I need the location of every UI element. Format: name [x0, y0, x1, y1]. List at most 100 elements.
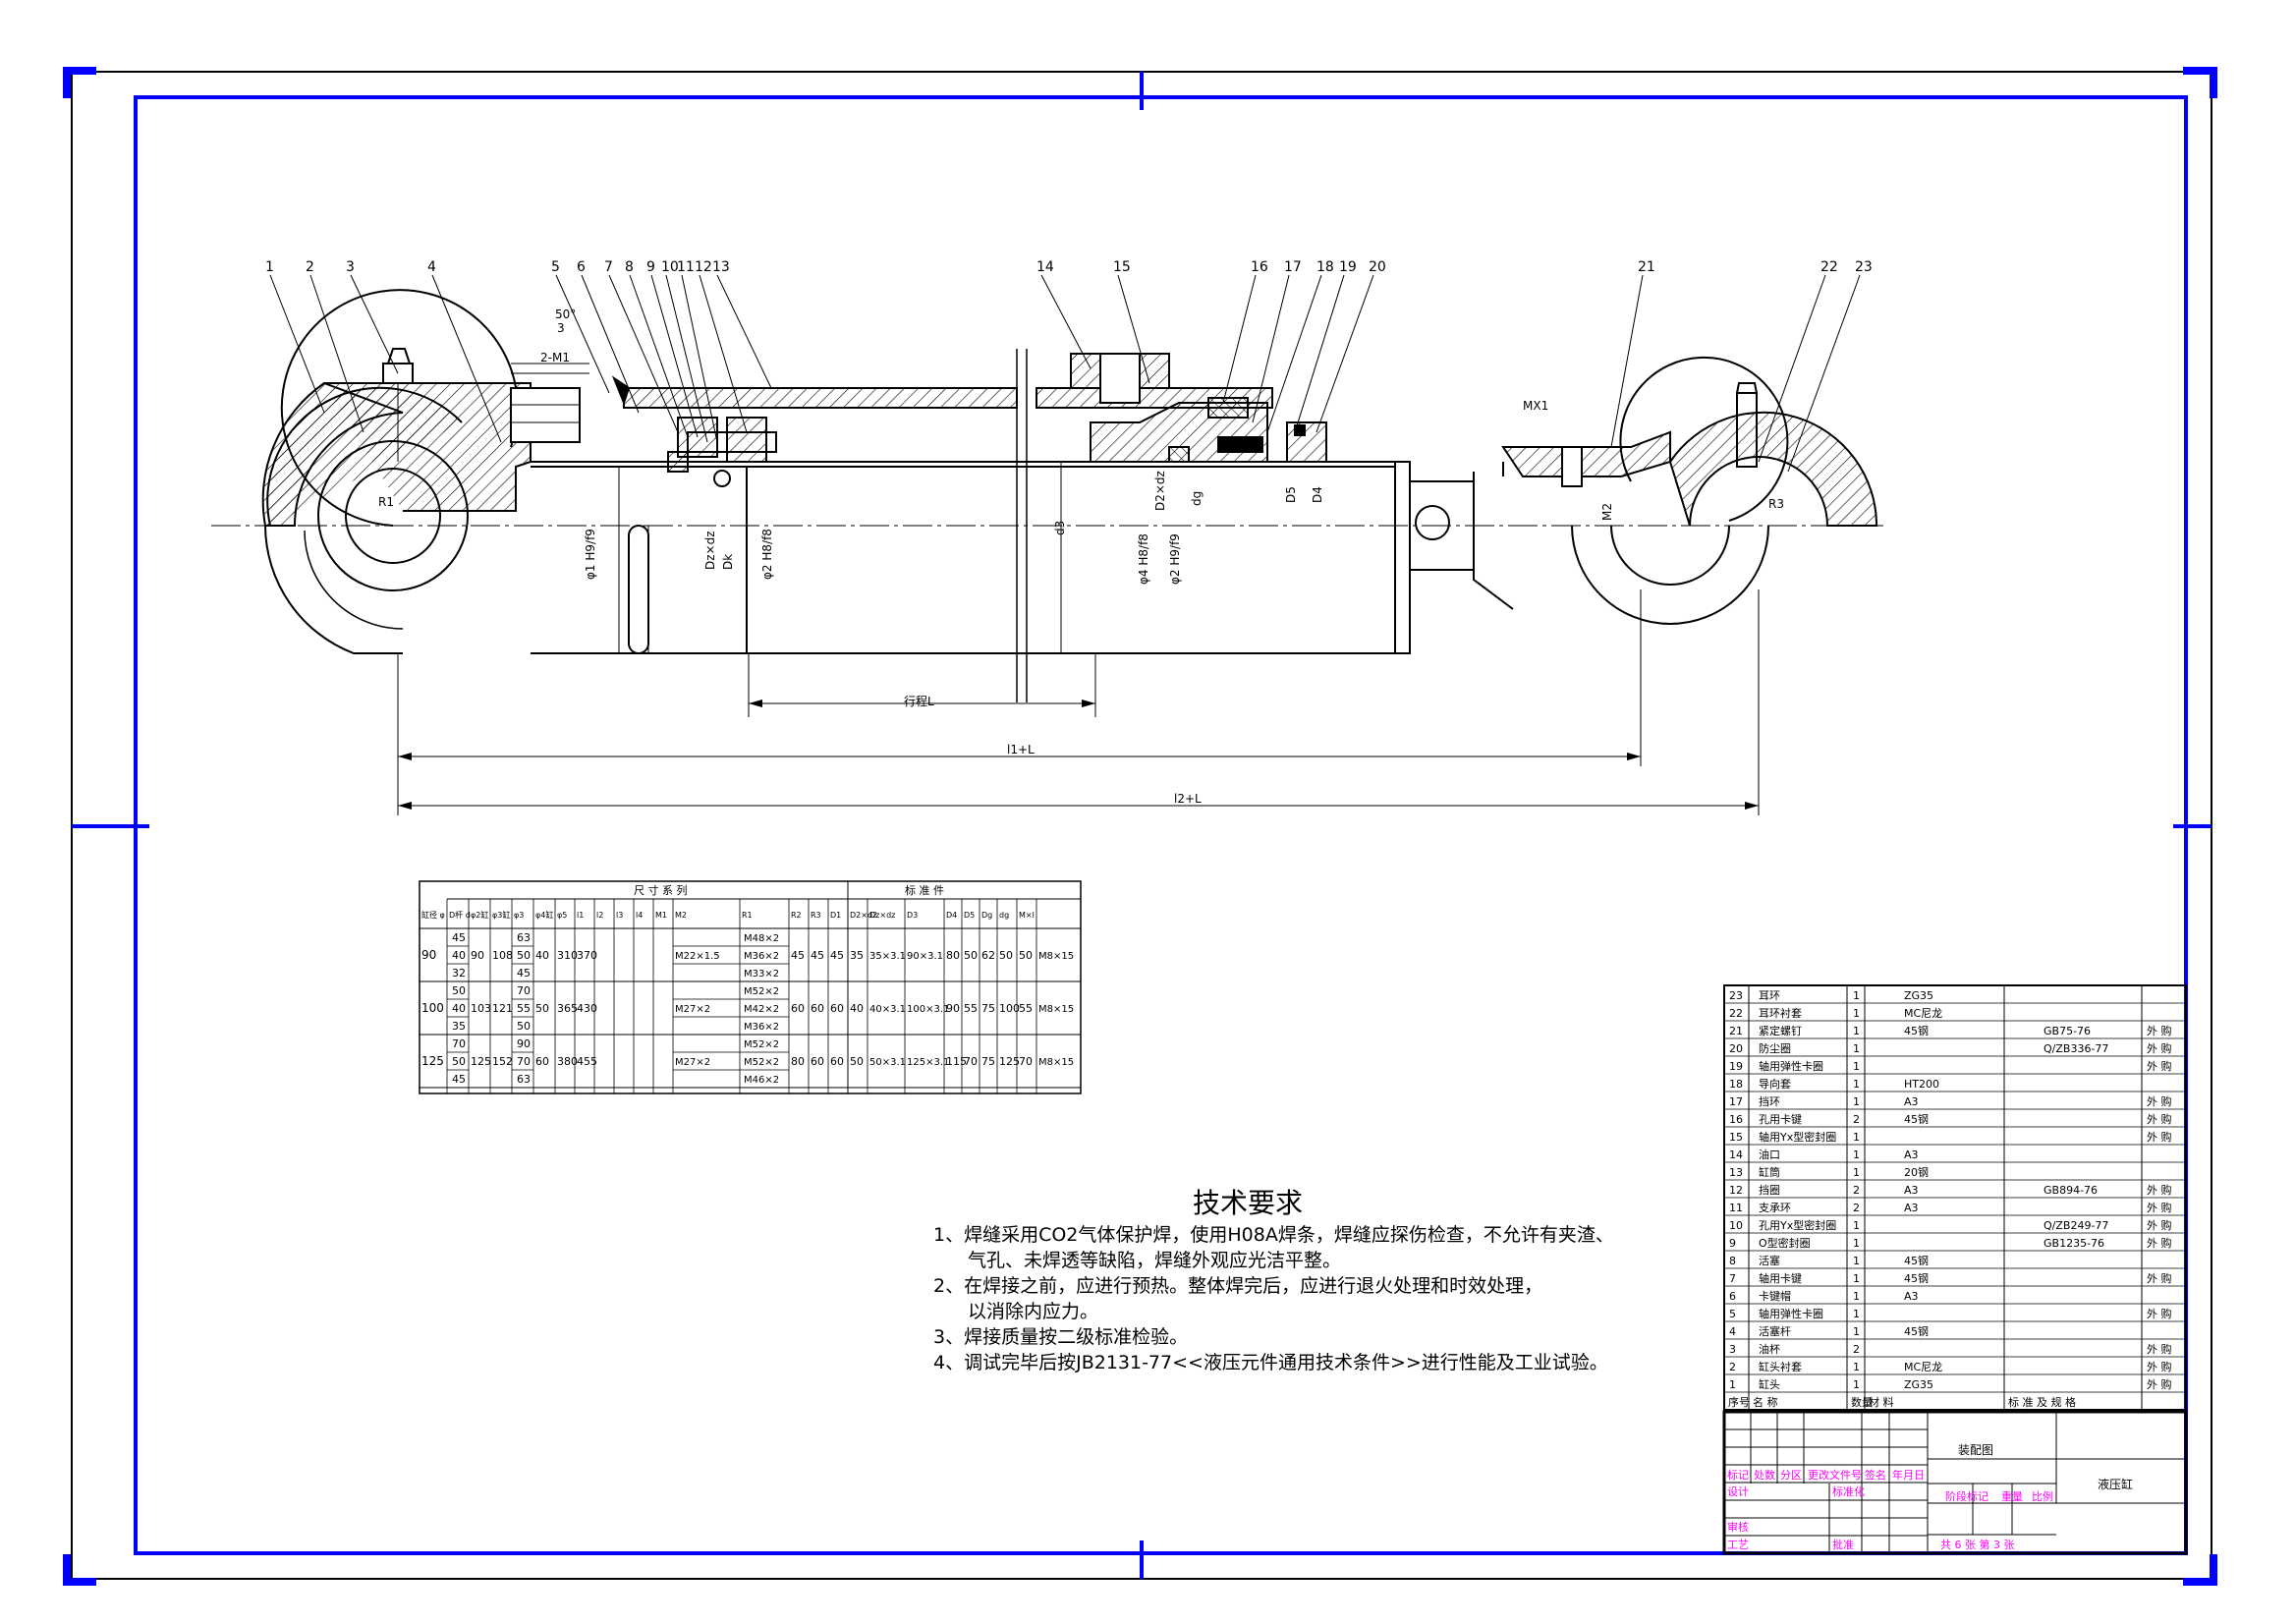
tb-process: 工艺 [1727, 1539, 1749, 1551]
tb-label-change-doc: 更改文件号 [1808, 1468, 1862, 1482]
dim-cell: 108 [492, 949, 513, 962]
dim-cell: 50 [964, 949, 978, 962]
bom-cell: 4 [1729, 1325, 1736, 1338]
dim-cell: 152 [492, 1055, 513, 1068]
dim-cell: 380 [557, 1055, 578, 1068]
bom-cell: 1 [1853, 1378, 1860, 1391]
tech-line-4: 以消除内应力。 [968, 1301, 1099, 1322]
bom-cell: 1 [1853, 1237, 1860, 1250]
bom-cell: GB75-76 [2044, 1025, 2091, 1037]
bom-cell: 2 [1853, 1184, 1860, 1197]
balloon-5: 5 [551, 259, 560, 275]
bom-cell: 外 购 [2147, 1342, 2172, 1356]
bom-cell: 14 [1729, 1148, 1743, 1161]
dim-cell: 50 [999, 949, 1013, 962]
balloon-12: 12 [695, 259, 712, 275]
dim-cell: 75 [981, 1055, 995, 1068]
drawing-type: 装配图 [1958, 1443, 1993, 1457]
cylinder-assembly [211, 289, 1886, 815]
bom-cell: 卡键帽 [1759, 1289, 1791, 1303]
tb-weight: 重量 [2001, 1489, 2023, 1503]
bom-cell: 2 [1853, 1343, 1860, 1356]
d2xdz-label: D2×dz [1153, 471, 1167, 511]
dim-cell: 35×3.1 [869, 951, 906, 962]
svg-text:M36×2: M36×2 [744, 951, 779, 962]
dim-cell: 35 [850, 949, 864, 962]
bom-cell: 外 购 [2147, 1377, 2172, 1391]
bom-cell: 活塞 [1759, 1254, 1780, 1267]
svg-text:35: 35 [452, 1020, 466, 1033]
dim-header: l3 [616, 911, 623, 920]
bom-cell: 3 [1729, 1343, 1736, 1356]
drawing-annotations: 行程L l1+L l2+L 50° 3 2-M1 MX1 R1 R3 M2 d3… [378, 308, 1784, 806]
bom-cell: 耳环衬套 [1759, 1007, 1802, 1020]
bom-cell: 23 [1729, 989, 1743, 1002]
balloon-16: 16 [1251, 259, 1268, 275]
dim-cell: 50 [1019, 949, 1033, 962]
tb-design: 设计 [1727, 1485, 1749, 1498]
balloon-6: 6 [577, 259, 586, 275]
dim-header: M×l [1019, 911, 1035, 920]
bom-cell: 19 [1729, 1060, 1743, 1073]
balloon-3: 3 [346, 259, 355, 275]
dim-cell: 125 [471, 1055, 491, 1068]
bom-cell: 45钢 [1904, 1325, 1929, 1338]
svg-text:45: 45 [452, 931, 466, 944]
tb-stage: 阶段标记 [1945, 1489, 1988, 1503]
d4-label: D4 [1311, 486, 1324, 503]
dim-cell: 365 [557, 1002, 578, 1015]
bom-cell: 1 [1853, 1060, 1860, 1073]
dim-header: Dz×dz [869, 911, 895, 920]
bom-cell: 2 [1853, 1113, 1860, 1126]
dim-cell: 40 [850, 1002, 864, 1015]
dim-header: φ3 [514, 911, 524, 920]
fit-1: φ1 H9/f9 [584, 529, 597, 580]
dim-cell: 45 [830, 949, 844, 962]
bom-cell: 外 购 [2147, 1024, 2172, 1037]
svg-text:50: 50 [517, 949, 531, 962]
bom-cell: MC尼龙 [1904, 1007, 1942, 1020]
bom-cell: 13 [1729, 1166, 1743, 1179]
bom-cell: A3 [1904, 1184, 1919, 1197]
dim-cell: 80 [791, 1055, 805, 1068]
bom-cell: ZG35 [1904, 989, 1933, 1002]
svg-text:40: 40 [452, 949, 466, 962]
bom-cell: Q/ZB249-77 [2044, 1219, 2108, 1232]
bom-cell: 5 [1729, 1308, 1736, 1320]
balloon-21: 21 [1638, 259, 1655, 275]
tb-check: 审核 [1727, 1520, 1749, 1534]
dim-cell: 100×3.1 [907, 1004, 949, 1015]
dim-cell: 125 [999, 1055, 1020, 1068]
dim-header: D5 [964, 911, 975, 920]
product-name: 液压缸 [2098, 1477, 2133, 1491]
bom-cell: GB894-76 [2044, 1184, 2098, 1197]
bom-cell: 45钢 [1904, 1113, 1929, 1126]
balloon-9: 9 [646, 259, 655, 275]
bom-cell: 外 购 [2147, 1201, 2172, 1214]
dim-cell: 40 [535, 949, 549, 962]
bom-cell: 1 [1853, 1255, 1860, 1267]
dim-header: R3 [811, 911, 821, 920]
weld-angle: 50° [555, 308, 576, 321]
bom-cell: 1 [1853, 1007, 1860, 1020]
bom-cell: 轴用卡键 [1759, 1271, 1802, 1285]
dzxdz-label: Dz×dz [703, 531, 717, 570]
dim-cell: 70 [1019, 1055, 1033, 1068]
tb-label-mark: 标记 [1727, 1468, 1749, 1482]
bom-cell: 45钢 [1904, 1255, 1929, 1267]
bom-cell: A3 [1904, 1148, 1919, 1161]
bom-cell: 外 购 [2147, 1041, 2172, 1055]
bom-cell: O型密封圈 [1759, 1236, 1811, 1250]
tb-scale: 比例 [2032, 1489, 2053, 1503]
bom-cell: 1 [1853, 1148, 1860, 1161]
m2-label: M2 [1600, 503, 1614, 521]
dim-cell: 60 [535, 1055, 549, 1068]
bom-cell: 1 [1853, 1308, 1860, 1320]
bom-cell: 防尘圈 [1759, 1041, 1791, 1055]
dim-cell: 370 [577, 949, 597, 962]
bom-header: 材 料 [1869, 1395, 1894, 1409]
bom-cell: 轴用Yx型密封圈 [1759, 1130, 1836, 1144]
dim-cell: 60 [791, 1002, 805, 1015]
dim-cell: 55 [964, 1002, 978, 1015]
